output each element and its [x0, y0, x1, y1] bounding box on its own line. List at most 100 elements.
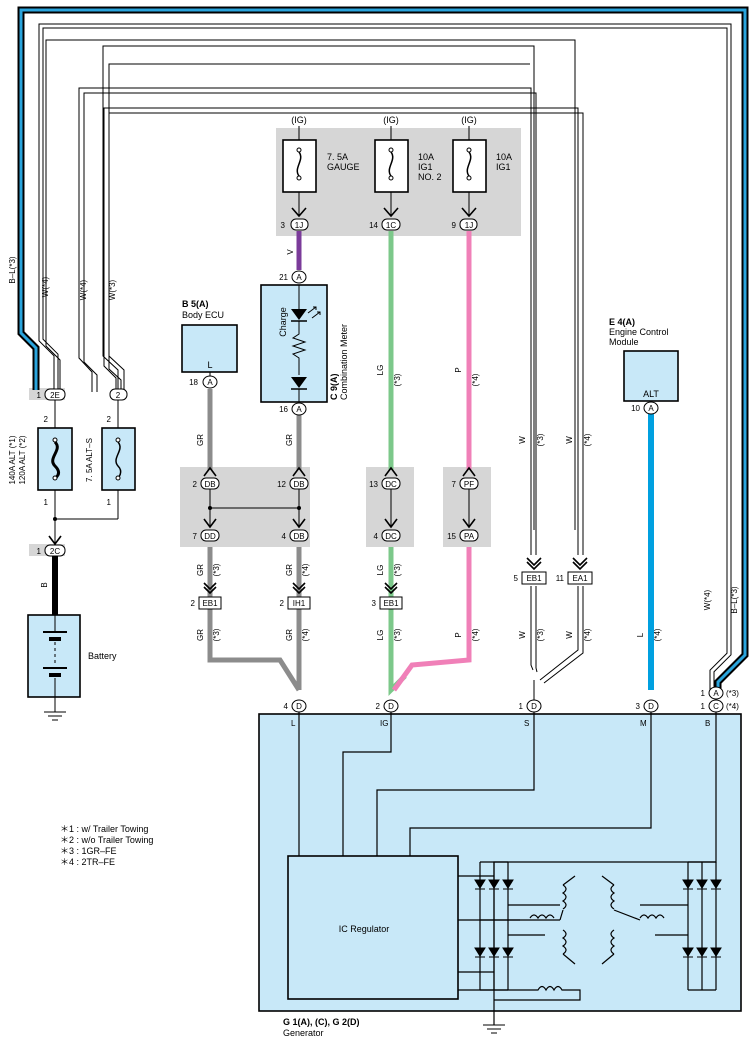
svg-text:D: D [648, 702, 654, 711]
svg-text:B 5(A): B 5(A) [182, 299, 209, 309]
svg-text:1: 1 [37, 391, 42, 400]
svg-text:GR: GR [285, 629, 294, 641]
svg-text:(*4): (*4) [301, 628, 310, 641]
svg-text:P: P [454, 632, 463, 637]
svg-text:EB1: EB1 [526, 574, 542, 583]
svg-text:GR: GR [196, 564, 205, 576]
svg-text:D: D [388, 702, 394, 711]
fuse-ig1: (IG) 10A IG1 1J 9 [452, 115, 512, 231]
svg-text:NO. 2: NO. 2 [418, 172, 442, 182]
fuse-gauge: (IG) 7. 5A GAUGE 1J 3 [281, 115, 360, 231]
svg-text:(*4): (*4) [471, 373, 480, 386]
diode-icon [291, 377, 307, 388]
svg-text:DC: DC [385, 532, 397, 541]
svg-text:1J: 1J [295, 221, 303, 230]
svg-text:L: L [291, 719, 296, 728]
svg-text:B–L(*3): B–L(*3) [8, 256, 17, 283]
svg-text:(*4): (*4) [583, 628, 592, 641]
wire-w-to-s [530, 586, 584, 700]
svg-text:Combination Meter: Combination Meter [339, 324, 349, 400]
svg-text:Generator: Generator [283, 1028, 324, 1038]
svg-text:A: A [207, 378, 213, 387]
svg-text:IH1: IH1 [293, 599, 306, 608]
ic-regulator [287, 855, 459, 1000]
svg-text:1: 1 [519, 702, 524, 711]
svg-text:W(*4): W(*4) [703, 589, 712, 610]
svg-text:(IG): (IG) [291, 115, 307, 125]
svg-text:2C: 2C [50, 547, 60, 556]
svg-text:W(*4): W(*4) [41, 276, 50, 297]
svg-text:DB: DB [293, 480, 304, 489]
svg-text:EA1: EA1 [572, 574, 588, 583]
svg-text:(IG): (IG) [461, 115, 477, 125]
svg-text:10: 10 [631, 404, 640, 413]
svg-text:V: V [286, 249, 295, 255]
svg-text:(*3): (*3) [726, 689, 739, 698]
svg-text:LG: LG [376, 365, 385, 376]
svg-text:4: 4 [284, 702, 289, 711]
svg-text:M: M [640, 719, 647, 728]
svg-text:W: W [565, 436, 574, 444]
rectifier-diodes-right [682, 861, 722, 991]
svg-text:W: W [518, 631, 527, 639]
wire-w-s-upper [78, 87, 584, 555]
svg-text:4: 4 [282, 532, 287, 541]
svg-text:12: 12 [277, 480, 286, 489]
svg-text:Module: Module [609, 337, 639, 347]
svg-text:7. 5A: 7. 5A [327, 152, 348, 162]
svg-text:ALT: ALT [643, 389, 659, 399]
svg-text:＊4 : 2TR–FE: ＊4 : 2TR–FE [60, 857, 115, 867]
svg-text:＊3 : 1GR–FE: ＊3 : 1GR–FE [60, 846, 117, 856]
wire-p [391, 231, 472, 692]
svg-text:16: 16 [279, 405, 288, 414]
svg-text:(*4): (*4) [583, 433, 592, 446]
svg-text:A: A [713, 689, 719, 698]
svg-text:A: A [648, 404, 654, 413]
ground-icon [44, 711, 66, 721]
rectifier-diodes-left [474, 861, 560, 991]
svg-text:1J: 1J [465, 221, 473, 230]
svg-text:(*4): (*4) [726, 702, 739, 711]
svg-text:(*3): (*3) [393, 563, 402, 576]
svg-text:(*4): (*4) [471, 628, 480, 641]
svg-text:1C: 1C [386, 221, 396, 230]
svg-text:18: 18 [189, 378, 198, 387]
svg-text:10A: 10A [496, 152, 512, 162]
svg-text:A: A [296, 273, 302, 282]
svg-text:Body ECU: Body ECU [182, 310, 224, 320]
svg-text:L: L [636, 632, 645, 637]
svg-text:7. 5A ALT–S: 7. 5A ALT–S [85, 438, 94, 482]
svg-text:(*3): (*3) [393, 373, 402, 386]
svg-text:2: 2 [193, 480, 198, 489]
combination-meter: A 21 Charge A 16 C 9(A) Combination Mete… [260, 270, 349, 416]
svg-text:Charge: Charge [278, 307, 288, 337]
svg-text:(*3): (*3) [212, 563, 221, 576]
stator-coil-left [508, 875, 576, 965]
svg-text:PA: PA [464, 532, 475, 541]
svg-text:GR: GR [285, 434, 294, 446]
svg-text:W(*4): W(*4) [79, 279, 88, 300]
svg-text:W: W [565, 631, 574, 639]
svg-text:14: 14 [369, 221, 378, 230]
svg-text:1: 1 [107, 498, 112, 507]
svg-text:DB: DB [293, 532, 304, 541]
svg-text:5: 5 [514, 574, 519, 583]
svg-text:140A ALT (*1): 140A ALT (*1) [8, 435, 17, 484]
charge-led-icon [291, 309, 307, 320]
svg-text:2: 2 [116, 391, 121, 400]
svg-text:C 9(A): C 9(A) [329, 373, 339, 400]
svg-text:LG: LG [376, 565, 385, 576]
svg-text:2E: 2E [50, 391, 60, 400]
svg-text:13: 13 [369, 480, 378, 489]
svg-text:D: D [296, 702, 302, 711]
svg-text:7: 7 [193, 532, 198, 541]
svg-text:B: B [705, 719, 710, 728]
svg-text:W(*3): W(*3) [108, 279, 117, 300]
battery: 2C 1 B Battery [27, 535, 117, 721]
svg-text:DB: DB [204, 480, 215, 489]
svg-text:3: 3 [636, 702, 641, 711]
svg-text:Engine Control: Engine Control [609, 327, 669, 337]
svg-text:P: P [454, 367, 463, 372]
body-ecu: B 5(A) Body ECU L A 18 [181, 299, 238, 389]
